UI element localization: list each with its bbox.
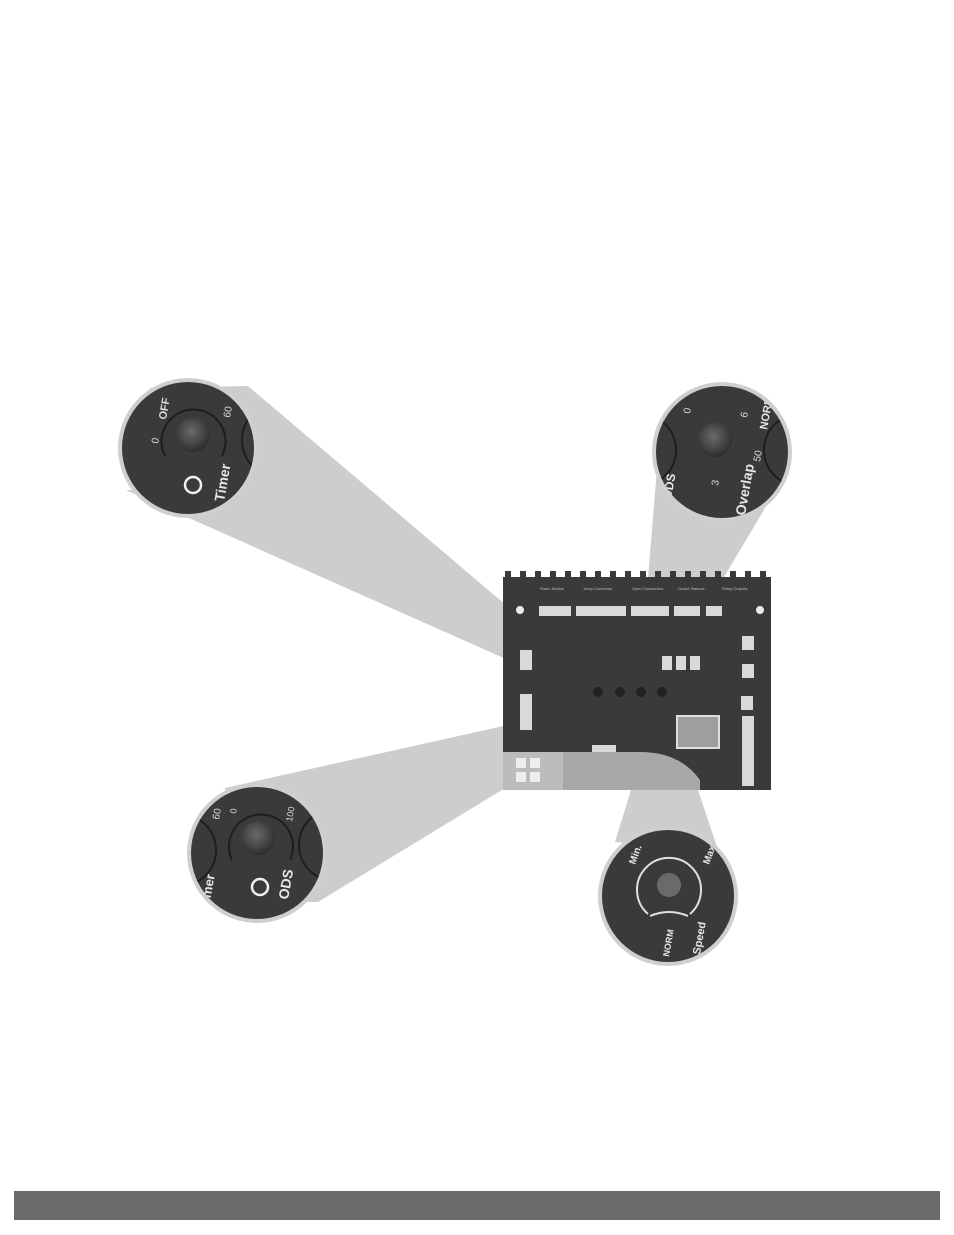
board-label-guard: Guard Stations [678, 586, 705, 591]
callout-overlap: ODS 0 3 6 Overlap 50 NORM [604, 380, 836, 530]
board-label-open: Open Connectors [632, 586, 663, 591]
board-label-relay: Relay Outputs [722, 586, 747, 591]
ods-led [252, 879, 268, 895]
board-label-radio: Radio Station [540, 586, 564, 591]
circuit-board: Radio Station Jump Connector Open Connec… [503, 571, 771, 790]
timer-knob[interactable] [176, 418, 210, 452]
timer-led [185, 477, 201, 493]
speed-knob[interactable] [657, 873, 681, 897]
callout-speed: Min. Max NORM Speed [595, 825, 745, 975]
board-label-jump: Jump Connector [583, 586, 613, 591]
overlap-knob[interactable] [698, 423, 732, 457]
ods-knob[interactable] [241, 821, 275, 855]
footer-bar [14, 1191, 940, 1220]
